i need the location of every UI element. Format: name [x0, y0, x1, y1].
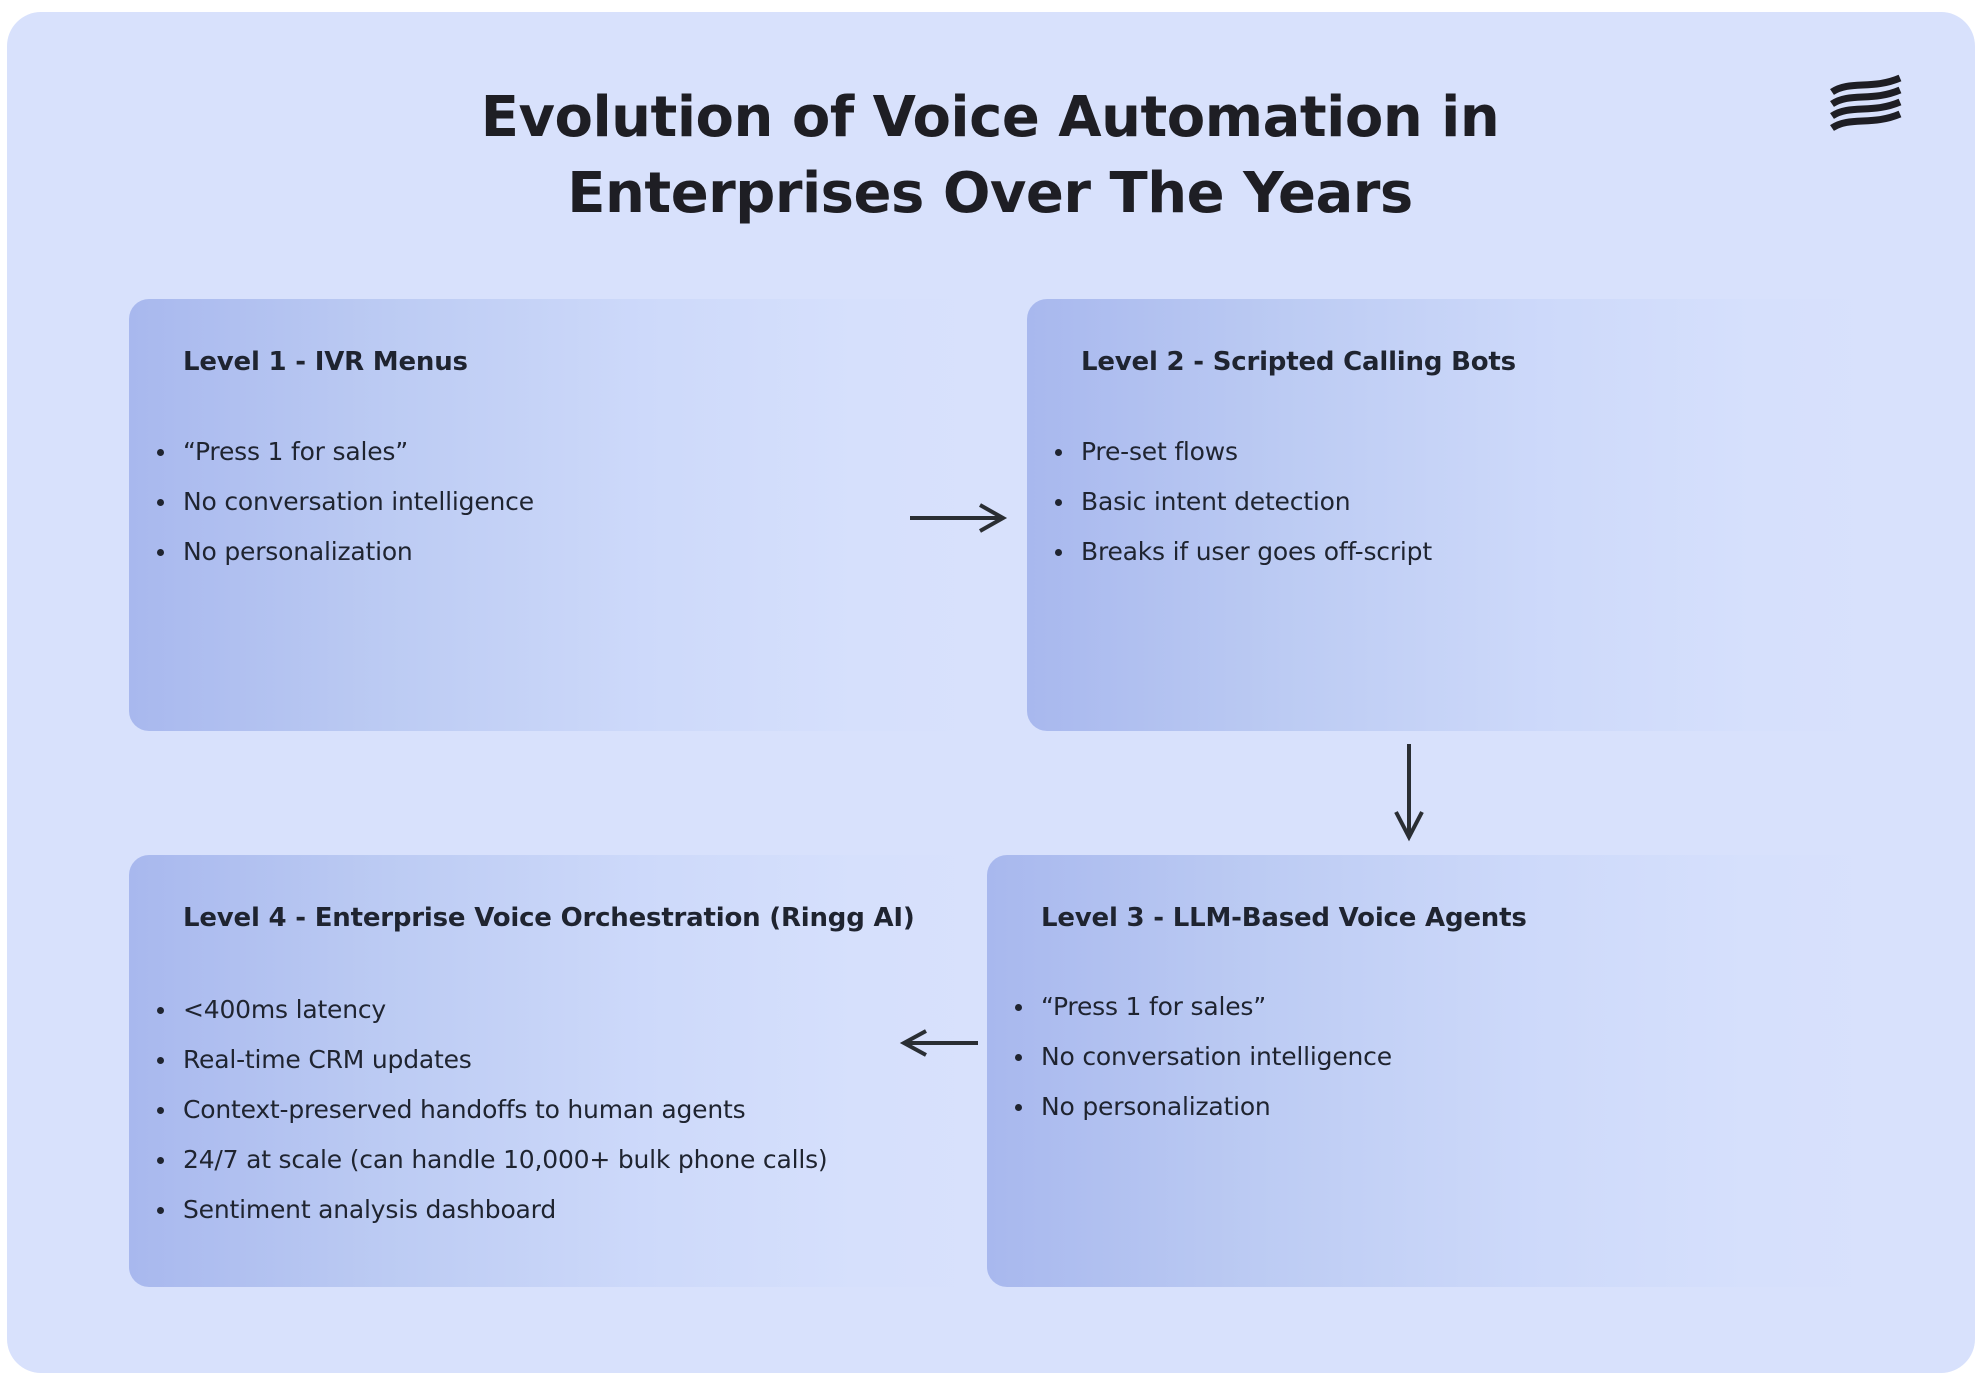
list-item: Sentiment analysis dashboard	[157, 1185, 827, 1235]
level-3-bullets: “Press 1 for sales” No conversation inte…	[1015, 982, 1392, 1132]
bullet-icon	[1015, 1004, 1022, 1011]
list-item: Basic intent detection	[1055, 477, 1432, 527]
level-3-heading: Level 3 - LLM-Based Voice Agents	[1041, 903, 1527, 933]
list-item: Breaks if user goes off-script	[1055, 527, 1432, 577]
list-item: 24/7 at scale (can handle 10,000+ bulk p…	[157, 1135, 828, 1185]
list-item: No conversation intelligence	[1015, 1032, 1392, 1082]
bullet-text: Pre-set flows	[1081, 437, 1238, 466]
bullet-text: Sentiment analysis dashboard	[183, 1195, 556, 1224]
bullet-text: <400ms latency	[183, 995, 387, 1024]
level-4-card: Level 4 - Enterprise Voice Orchestration…	[129, 855, 989, 1287]
arrow-right-icon	[910, 503, 1008, 533]
list-item: Real-time CRM updates	[157, 1035, 827, 1085]
bullet-text: Basic intent detection	[1081, 487, 1351, 516]
list-item: Context-preserved handoffs to human agen…	[157, 1085, 827, 1135]
bullet-icon	[157, 1057, 164, 1064]
title-line-1: Evolution of Voice Automation in	[480, 85, 1500, 150]
bullet-text: Real-time CRM updates	[183, 1045, 472, 1074]
bullet-icon	[157, 1107, 164, 1114]
level-3-card: Level 3 - LLM-Based Voice Agents “Press …	[987, 855, 1887, 1287]
level-1-card: Level 1 - IVR Menus “Press 1 for sales” …	[129, 299, 989, 731]
bullet-icon	[157, 1207, 164, 1214]
bullet-icon	[1015, 1054, 1022, 1061]
wave-stripes-logo-icon	[1830, 74, 1902, 132]
bullet-text: No personalization	[1041, 1092, 1271, 1121]
arrow-left-icon	[899, 1029, 978, 1057]
list-item: No personalization	[157, 527, 534, 577]
bullet-text: “Press 1 for sales”	[183, 437, 408, 466]
arrow-down-icon	[1394, 744, 1424, 842]
level-1-bullets: “Press 1 for sales” No conversation inte…	[157, 427, 534, 577]
bullet-icon	[1055, 549, 1062, 556]
list-item: Pre-set flows	[1055, 427, 1432, 477]
bullet-text: No personalization	[183, 537, 413, 566]
page-title: Evolution of Voice Automation in Enterpr…	[0, 80, 1980, 232]
bullet-text: “Press 1 for sales”	[1041, 992, 1266, 1021]
list-item: “Press 1 for sales”	[1015, 982, 1392, 1032]
level-1-heading: Level 1 - IVR Menus	[183, 347, 468, 377]
level-4-heading: Level 4 - Enterprise Voice Orchestration…	[183, 903, 915, 933]
bullet-text: No conversation intelligence	[183, 487, 534, 516]
level-4-bullets: <400ms latency Real-time CRM updates Con…	[157, 985, 828, 1235]
level-2-card: Level 2 - Scripted Calling Bots Pre-set …	[1027, 299, 1887, 731]
level-2-heading: Level 2 - Scripted Calling Bots	[1081, 347, 1516, 377]
bullet-icon	[1055, 449, 1062, 456]
bullet-icon	[1015, 1104, 1022, 1111]
bullet-text: Breaks if user goes off-script	[1081, 537, 1432, 566]
bullet-text: Context-preserved handoffs to human agen…	[183, 1095, 746, 1124]
title-line-2: Enterprises Over The Years	[567, 161, 1413, 226]
bullet-icon	[157, 1157, 164, 1164]
level-2-bullets: Pre-set flows Basic intent detection Bre…	[1055, 427, 1432, 577]
bullet-icon	[157, 499, 164, 506]
list-item: No personalization	[1015, 1082, 1392, 1132]
bullet-icon	[157, 449, 164, 456]
bullet-icon	[157, 1007, 164, 1014]
list-item: “Press 1 for sales”	[157, 427, 534, 477]
bullet-text: 24/7 at scale (can handle 10,000+ bulk p…	[183, 1145, 828, 1174]
list-item: No conversation intelligence	[157, 477, 534, 527]
bullet-icon	[1055, 499, 1062, 506]
list-item: <400ms latency	[157, 985, 827, 1035]
bullet-text: No conversation intelligence	[1041, 1042, 1392, 1071]
bullet-icon	[157, 549, 164, 556]
